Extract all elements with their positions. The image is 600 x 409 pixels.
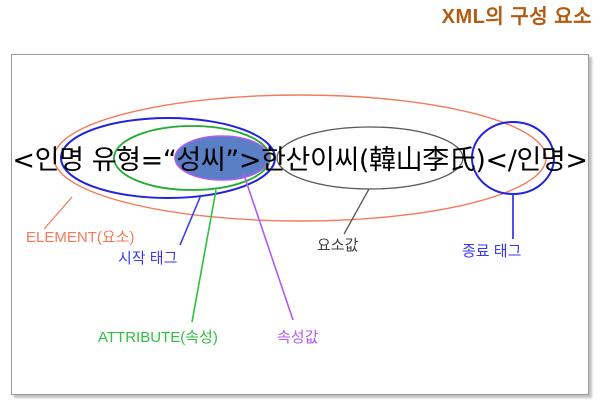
xml-start-tag-close: > [238,145,262,176]
xml-end-tag: </인명> [485,145,588,176]
xml-attribute-name: 유형= [91,145,164,176]
label-start-tag: 시작 태그 [118,250,178,267]
xml-attribute-value: “성씨” [162,145,239,176]
xml-element-value: 한산이씨(韓山李氏) [261,145,486,176]
xml-start-tag-open: <인명 [12,145,92,176]
label-attribute: ATTRIBUTE(속성) [98,329,218,346]
label-element: ELEMENT(요소) [26,229,135,246]
xml-code-line: <인명 유형=“성씨”>한산이씨(韓山李氏)</인명> [0,141,600,181]
label-attribute-value: 속성값 [277,329,319,346]
page-title: XML의 구성 요소 [441,6,592,28]
label-end-tag: 종료 태그 [462,243,522,260]
label-element-value: 요소값 [317,237,359,254]
